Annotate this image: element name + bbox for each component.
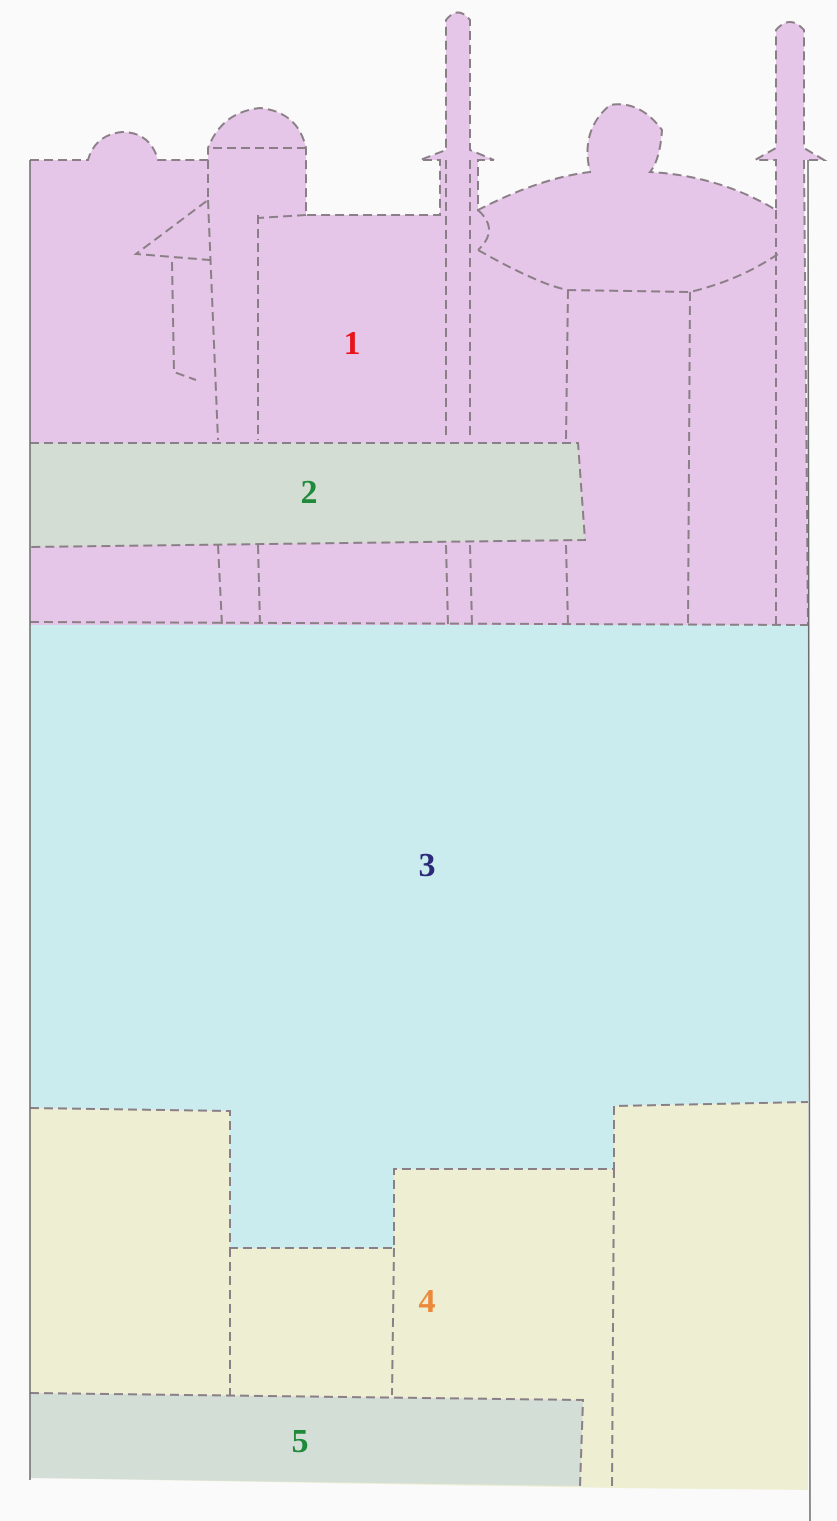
region-2: 2 <box>30 443 585 547</box>
region-5-label: 5 <box>292 1423 309 1460</box>
region-1-label: 1 <box>344 325 361 362</box>
region-4-label: 4 <box>419 1283 436 1320</box>
region-3-label: 3 <box>419 847 436 884</box>
region-5: 5 <box>30 1393 583 1486</box>
region-2-label: 2 <box>301 474 318 511</box>
